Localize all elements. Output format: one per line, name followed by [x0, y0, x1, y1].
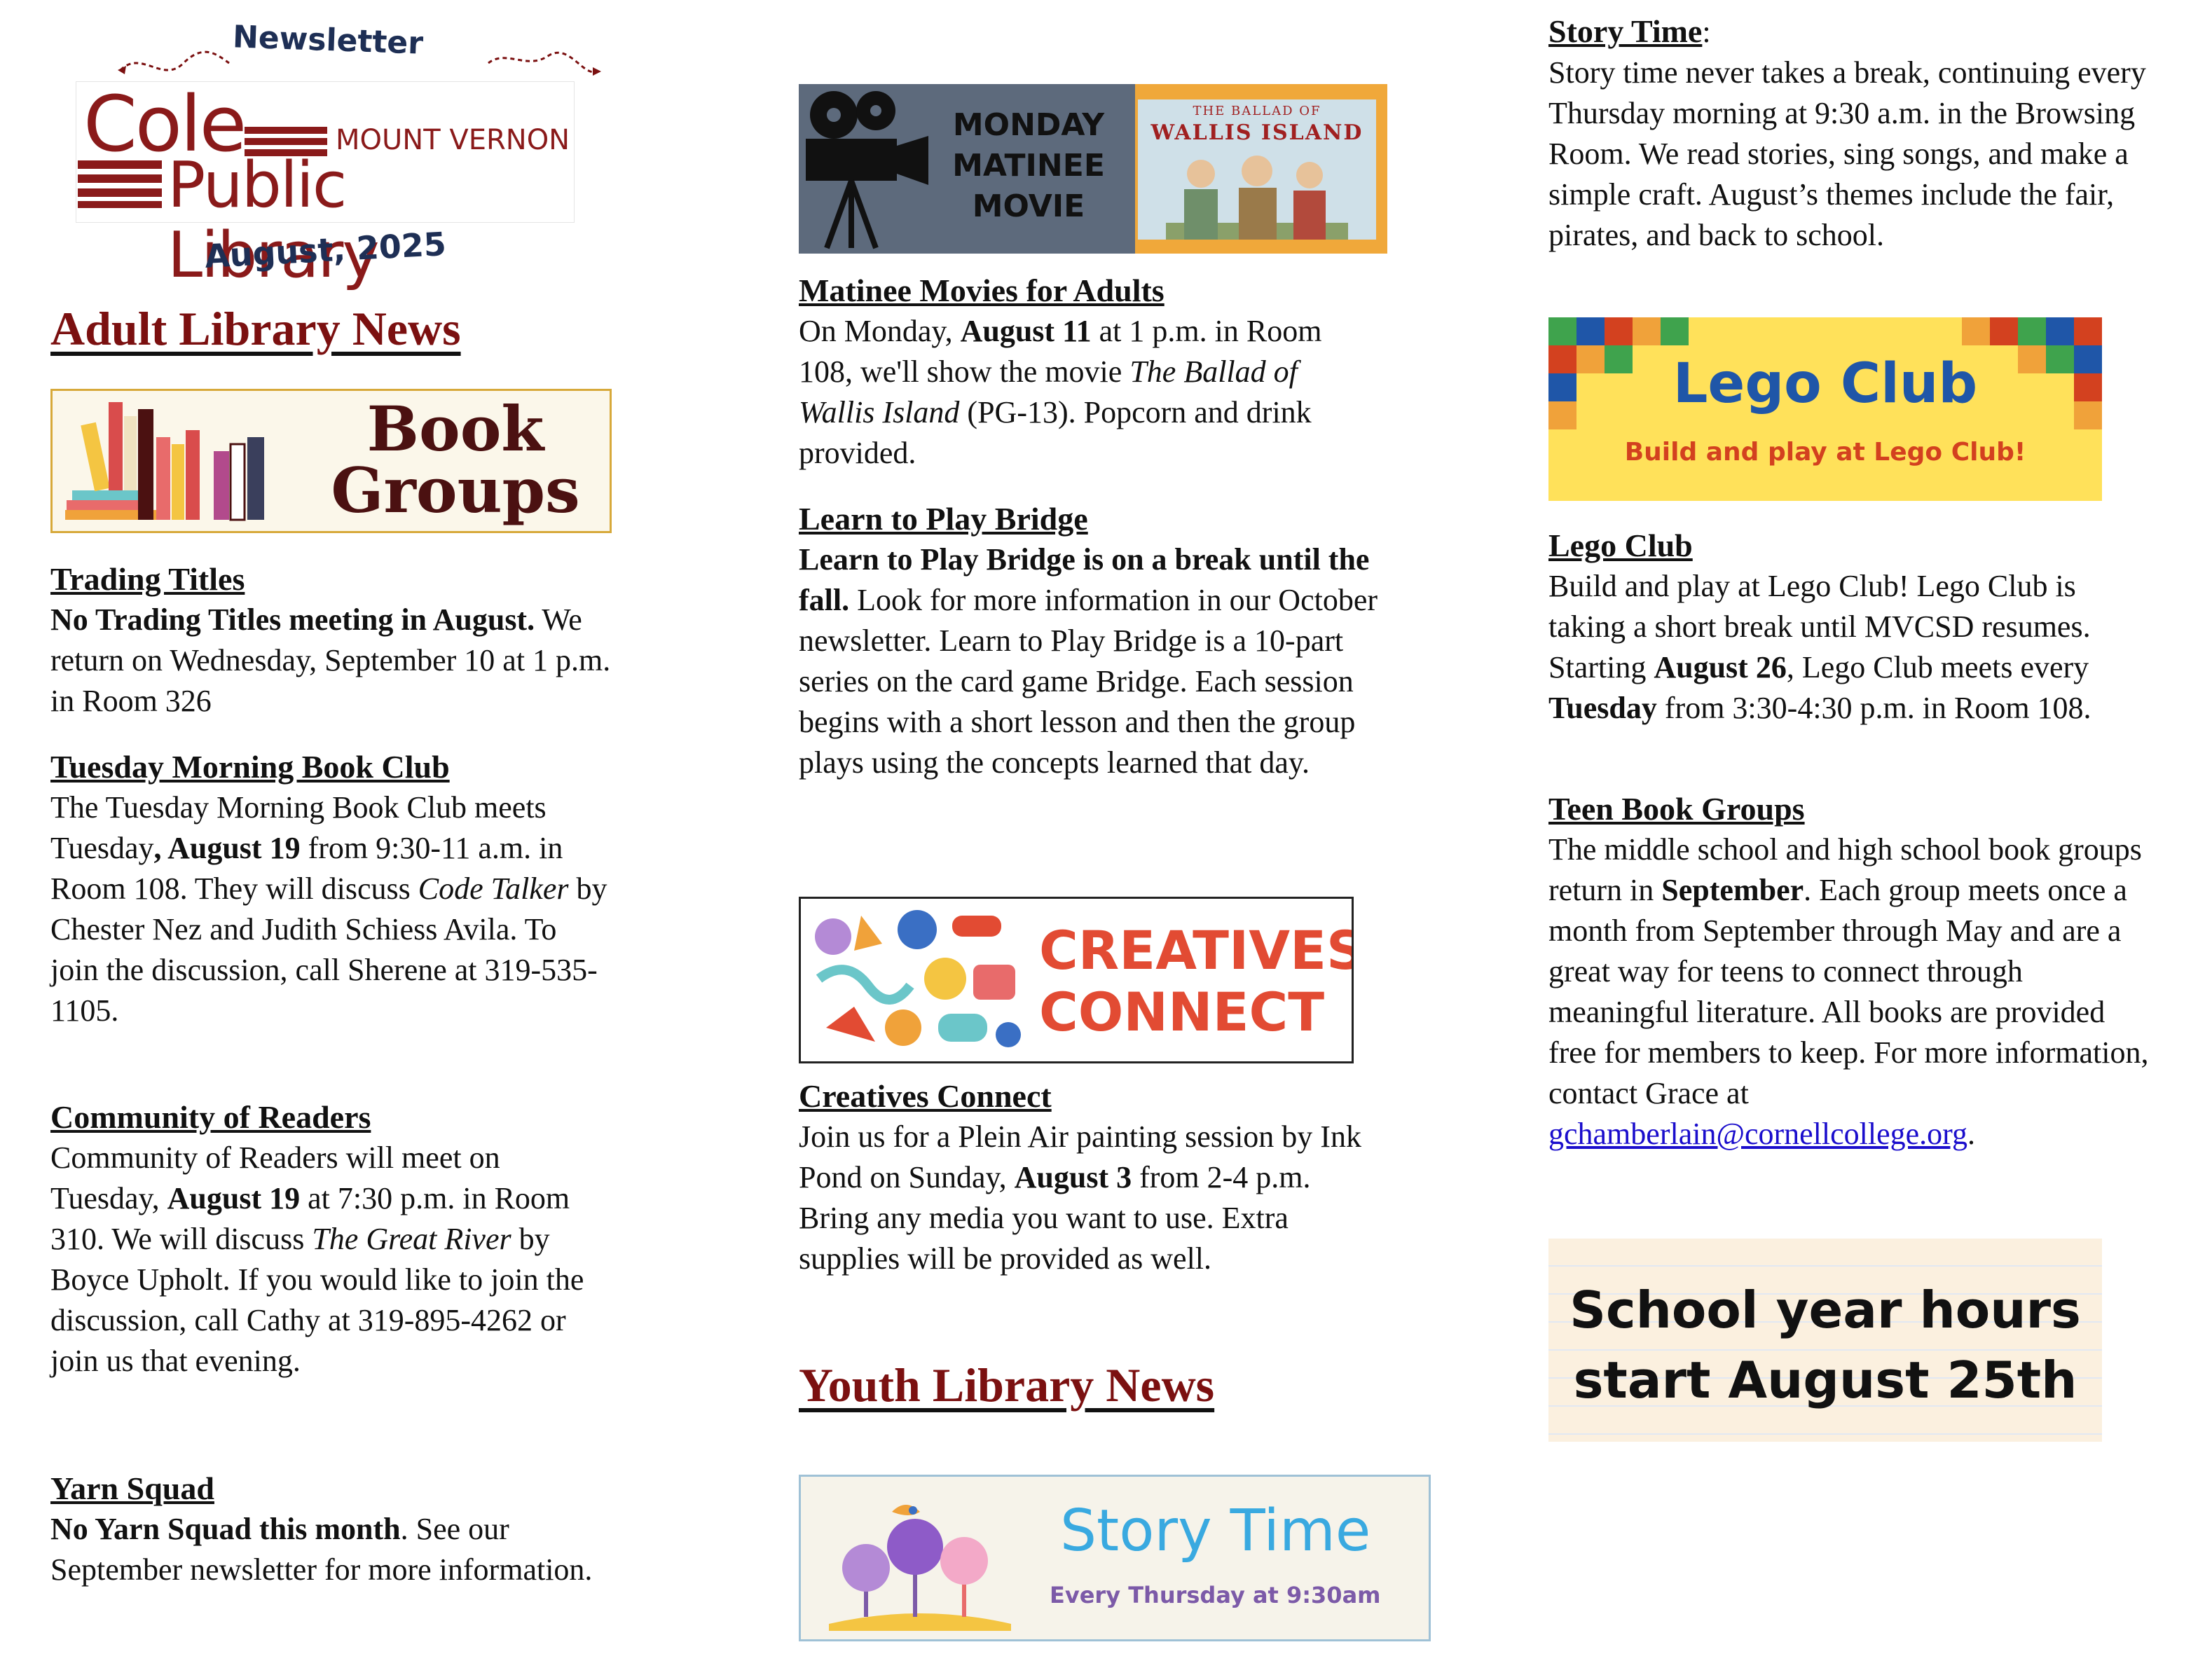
library-logo: Cole MOUNT VERNON Public Library	[76, 79, 575, 291]
story-time-article: Story Time: Story time never takes a bre…	[1548, 11, 2158, 256]
bridge-heading: Learn to Play Bridge	[799, 501, 1088, 537]
matinee-body: On Monday, August 11 at 1 p.m. in Room 1…	[799, 314, 1322, 470]
right-swirl-icon	[488, 51, 601, 76]
story-time-banner-title: Story Time	[1060, 1498, 1371, 1564]
logo-mount-vernon: MOUNT VERNON	[336, 124, 570, 156]
tuesday-club-article: Tuesday Morning Book Club The Tuesday Mo…	[50, 747, 611, 1031]
movie-poster: THE BALLAD OF WALLIS ISLAND	[1138, 99, 1376, 240]
logo-public-library: Public Library	[167, 149, 380, 292]
bridge-body: Learn to Play Bridge is on a break until…	[799, 542, 1378, 780]
lego-article: Lego Club Build and play at Lego Club! L…	[1548, 525, 2158, 729]
trading-titles-heading: Trading Titles	[50, 561, 245, 597]
matinee-article: Matinee Movies for Adults On Monday, Aug…	[799, 270, 1380, 474]
lego-banner-title: Lego Club	[1672, 352, 1978, 415]
matinee-banner-title: MONDAY MATINEE MOVIE	[952, 107, 1105, 224]
yarn-squad-article: Yarn Squad No Yarn Squad this month. See…	[50, 1468, 611, 1590]
poster-people-icon	[1166, 156, 1348, 240]
matinee-banner: MONDAY MATINEE MOVIE THE BALLAD OF WALLI…	[799, 84, 1387, 254]
masthead: Newsletter Cole MOUNT VERNON Public Libr…	[50, 14, 601, 291]
matinee-heading: Matinee Movies for Adults	[799, 273, 1165, 308]
community-readers-article: Community of Readers Community of Reader…	[50, 1097, 611, 1381]
creatives-article: Creatives Connect Join us for a Plein Ai…	[799, 1076, 1380, 1279]
lego-heading: Lego Club	[1548, 528, 1693, 563]
community-readers-body: Community of Readers will meet on Tuesda…	[50, 1140, 584, 1378]
adult-news-heading: Adult Library News	[50, 302, 461, 355]
youth-news-heading: Youth Library News	[799, 1358, 1215, 1412]
lego-bricks-right-icon	[1962, 317, 2102, 429]
story-time-heading: Story Time	[1548, 13, 1703, 49]
story-time-body: Story time never takes a break, continui…	[1548, 55, 2146, 252]
trading-titles-article: Trading Titles No Trading Titles meeting…	[50, 559, 611, 722]
yarn-squad-body: No Yarn Squad this month. See our Septem…	[50, 1512, 593, 1587]
book-groups-title: Book Groups	[331, 392, 580, 527]
abstract-shapes-icon	[815, 910, 1021, 1047]
logo-cole: Cole	[83, 79, 247, 169]
creatives-heading: Creatives Connect	[799, 1078, 1052, 1114]
community-readers-heading: Community of Readers	[50, 1099, 371, 1135]
lego-bricks-left-icon	[1548, 317, 1689, 429]
lego-banner-subtitle: Build and play at Lego Club!	[1624, 438, 2026, 467]
creatives-connect-banner: CREATIVES CONNECT	[799, 897, 1354, 1063]
lego-body: Build and play at Lego Club! Lego Club i…	[1548, 569, 2091, 725]
logo-books-stack-icon	[78, 160, 162, 208]
lego-club-banner: Lego Club Build and play at Lego Club!	[1548, 317, 2102, 501]
yarn-squad-heading: Yarn Squad	[50, 1470, 214, 1506]
story-time-banner-subtitle: Every Thursday at 9:30am	[1050, 1582, 1381, 1608]
contact-email-link[interactable]: gchamberlain@cornellcollege.org	[1548, 1117, 1968, 1151]
trading-titles-body: No Trading Titles meeting in August. We …	[50, 602, 611, 718]
story-time-banner: Story Time Every Thursday at 9:30am	[799, 1475, 1431, 1641]
left-swirl-icon	[118, 50, 230, 74]
books-illustration-icon	[65, 402, 264, 521]
newsletter-label: Newsletter	[232, 19, 424, 62]
creatives-body: Join us for a Plein Air painting session…	[799, 1119, 1361, 1276]
teen-groups-body: The middle school and high school book g…	[1548, 832, 2149, 1151]
teen-groups-heading: Teen Book Groups	[1548, 791, 1805, 827]
bridge-article: Learn to Play Bridge Learn to Play Bridg…	[799, 499, 1380, 783]
creatives-connect-title: CREATIVES CONNECT	[1039, 919, 1354, 1043]
logo-books-icon	[245, 127, 327, 156]
book-groups-banner: Book Groups	[50, 389, 612, 533]
tuesday-club-heading: Tuesday Morning Book Club	[50, 749, 450, 785]
tuesday-club-body: The Tuesday Morning Book Club meets Tues…	[50, 790, 607, 1028]
movie-camera-icon	[806, 91, 928, 249]
school-hours-text: School year hours start August 25th	[1569, 1281, 2081, 1409]
storybook-trees-icon	[829, 1505, 1011, 1631]
teen-groups-article: Teen Book Groups The middle school and h…	[1548, 789, 2158, 1154]
school-hours-banner: School year hours start August 25th	[1548, 1239, 2102, 1442]
